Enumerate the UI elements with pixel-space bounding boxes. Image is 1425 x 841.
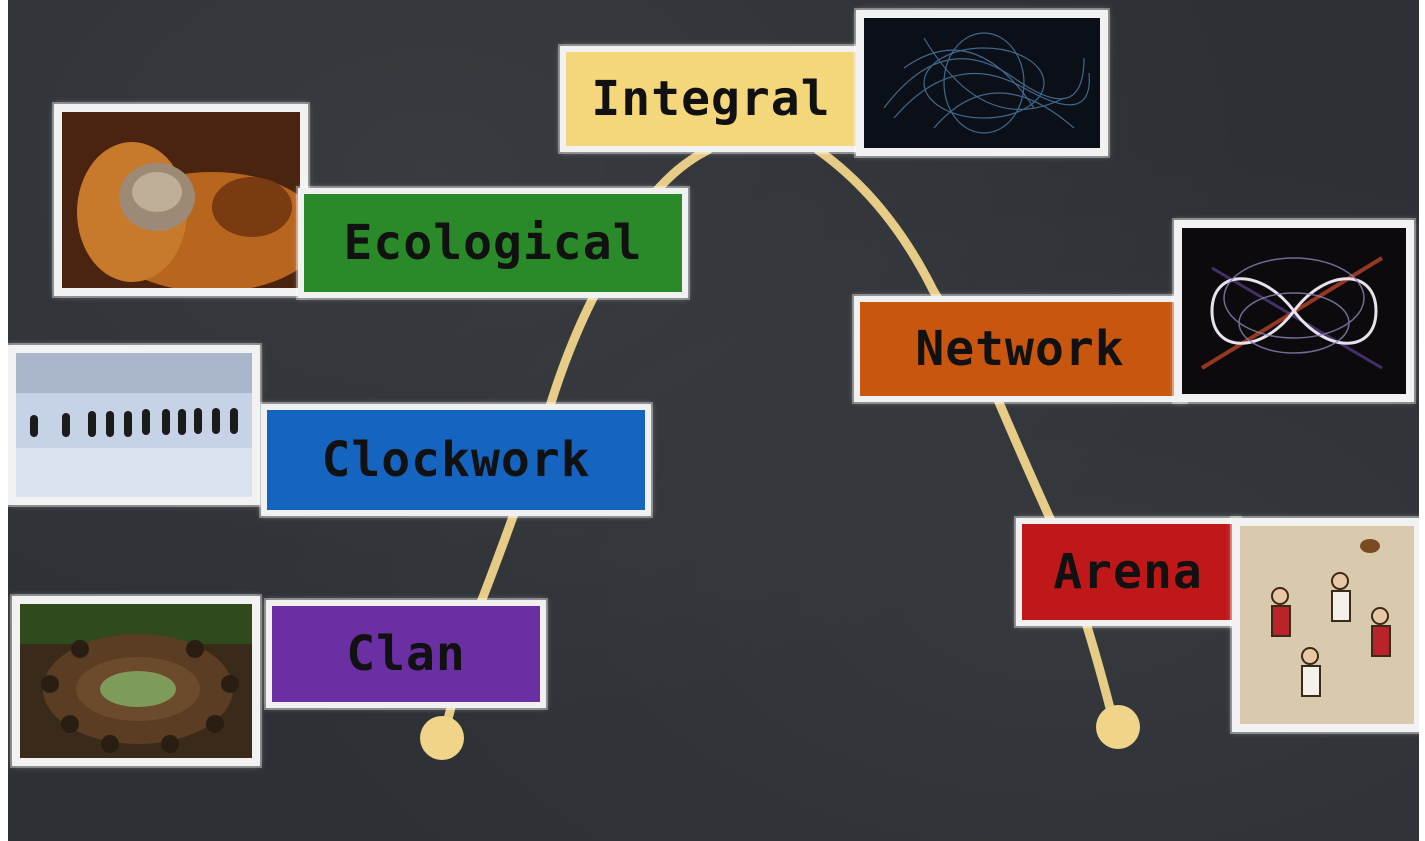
label-clan: Clan (266, 600, 546, 708)
label-network: Network (854, 296, 1186, 402)
label-network-text: Network (915, 321, 1125, 377)
label-arena: Arena (1016, 518, 1240, 626)
frame-left-edge (0, 0, 8, 841)
rugby-players-icon (1232, 518, 1419, 732)
penguins-icon (8, 345, 260, 505)
path-end-dot-left (420, 716, 464, 760)
label-ecological: Ecological (298, 188, 688, 298)
path-right-branch (813, 145, 1118, 725)
label-clockwork: Clockwork (261, 404, 651, 516)
path-end-dot-right (1096, 705, 1140, 749)
chalkboard: Integral Ecological (8, 0, 1419, 841)
label-integral-text: Integral (591, 71, 831, 127)
fractal-icon (856, 10, 1108, 156)
infinity-swirl-icon (1174, 220, 1414, 402)
dog-and-cat-icon (54, 104, 308, 296)
label-ecological-text: Ecological (343, 215, 643, 271)
label-clockwork-text: Clockwork (321, 432, 591, 488)
label-integral: Integral (560, 46, 862, 152)
circle-of-people-icon (12, 596, 260, 766)
frame-right-edge (1419, 0, 1425, 841)
label-arena-text: Arena (1053, 544, 1203, 600)
label-clan-text: Clan (346, 626, 466, 682)
